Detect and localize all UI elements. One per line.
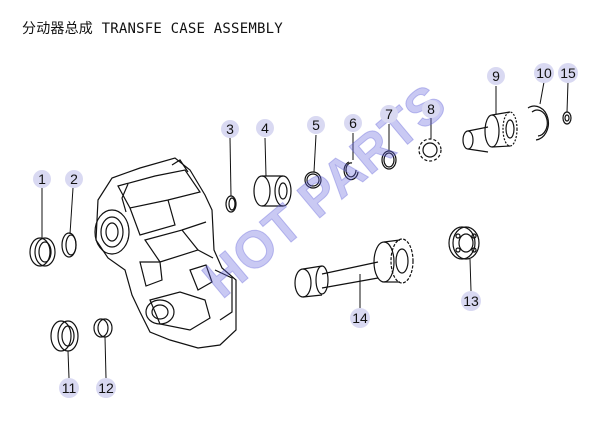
callout-12: 12	[96, 378, 116, 398]
part-15-ring	[562, 111, 572, 125]
part-8-toothed-ring	[418, 138, 442, 162]
callout-2-label: 2	[70, 171, 78, 187]
callout-7: 7	[380, 105, 398, 123]
callout-10: 10	[534, 63, 554, 83]
callout-2: 2	[65, 170, 83, 188]
callout-11: 11	[59, 378, 79, 398]
callout-7-label: 7	[385, 106, 393, 122]
callout-3: 3	[221, 120, 239, 138]
part-13-bearing	[448, 226, 480, 260]
part-1-seal-ring	[29, 237, 56, 267]
callout-1-label: 1	[38, 171, 46, 187]
callout-6: 6	[344, 114, 362, 132]
part-10-snap-ring	[527, 105, 549, 141]
callout-9-label: 9	[492, 68, 500, 84]
callout-5: 5	[307, 116, 325, 134]
callout-12-label: 12	[98, 380, 114, 396]
page-title: 分动器总成 TRANSFE CASE ASSEMBLY	[22, 21, 283, 37]
part-6-snap-ring	[343, 161, 359, 181]
callout-8: 8	[422, 100, 440, 118]
part-9-input-gear	[462, 111, 518, 153]
callout-14-label: 14	[352, 310, 368, 326]
callout-13-label: 13	[463, 293, 479, 309]
callout-8-label: 8	[427, 101, 435, 117]
callout-4: 4	[256, 119, 274, 137]
callout-15-label: 15	[560, 65, 576, 81]
callout-15: 15	[558, 63, 578, 83]
callout-11-label: 11	[62, 380, 77, 396]
part-11-seal	[50, 320, 79, 352]
callout-1: 1	[33, 170, 51, 188]
callout-bubbles: 1 2 3 4 5 6 7 8	[33, 63, 578, 398]
callout-3-label: 3	[226, 121, 234, 137]
callout-14: 14	[350, 308, 370, 328]
part-2-o-ring	[61, 232, 77, 258]
callout-4-label: 4	[261, 120, 269, 136]
part-12-plug	[93, 318, 113, 338]
transfer-case-housing	[94, 157, 237, 349]
callout-10-label: 10	[536, 65, 552, 81]
callout-5-label: 5	[312, 117, 320, 133]
callout-9: 9	[487, 67, 505, 85]
callout-6-label: 6	[349, 115, 357, 131]
part-5-ring	[304, 171, 322, 189]
part-14-output-shaft	[294, 238, 414, 298]
part-3-o-ring	[225, 195, 237, 213]
callout-13: 13	[461, 291, 481, 311]
leader-lines	[41, 81, 569, 379]
